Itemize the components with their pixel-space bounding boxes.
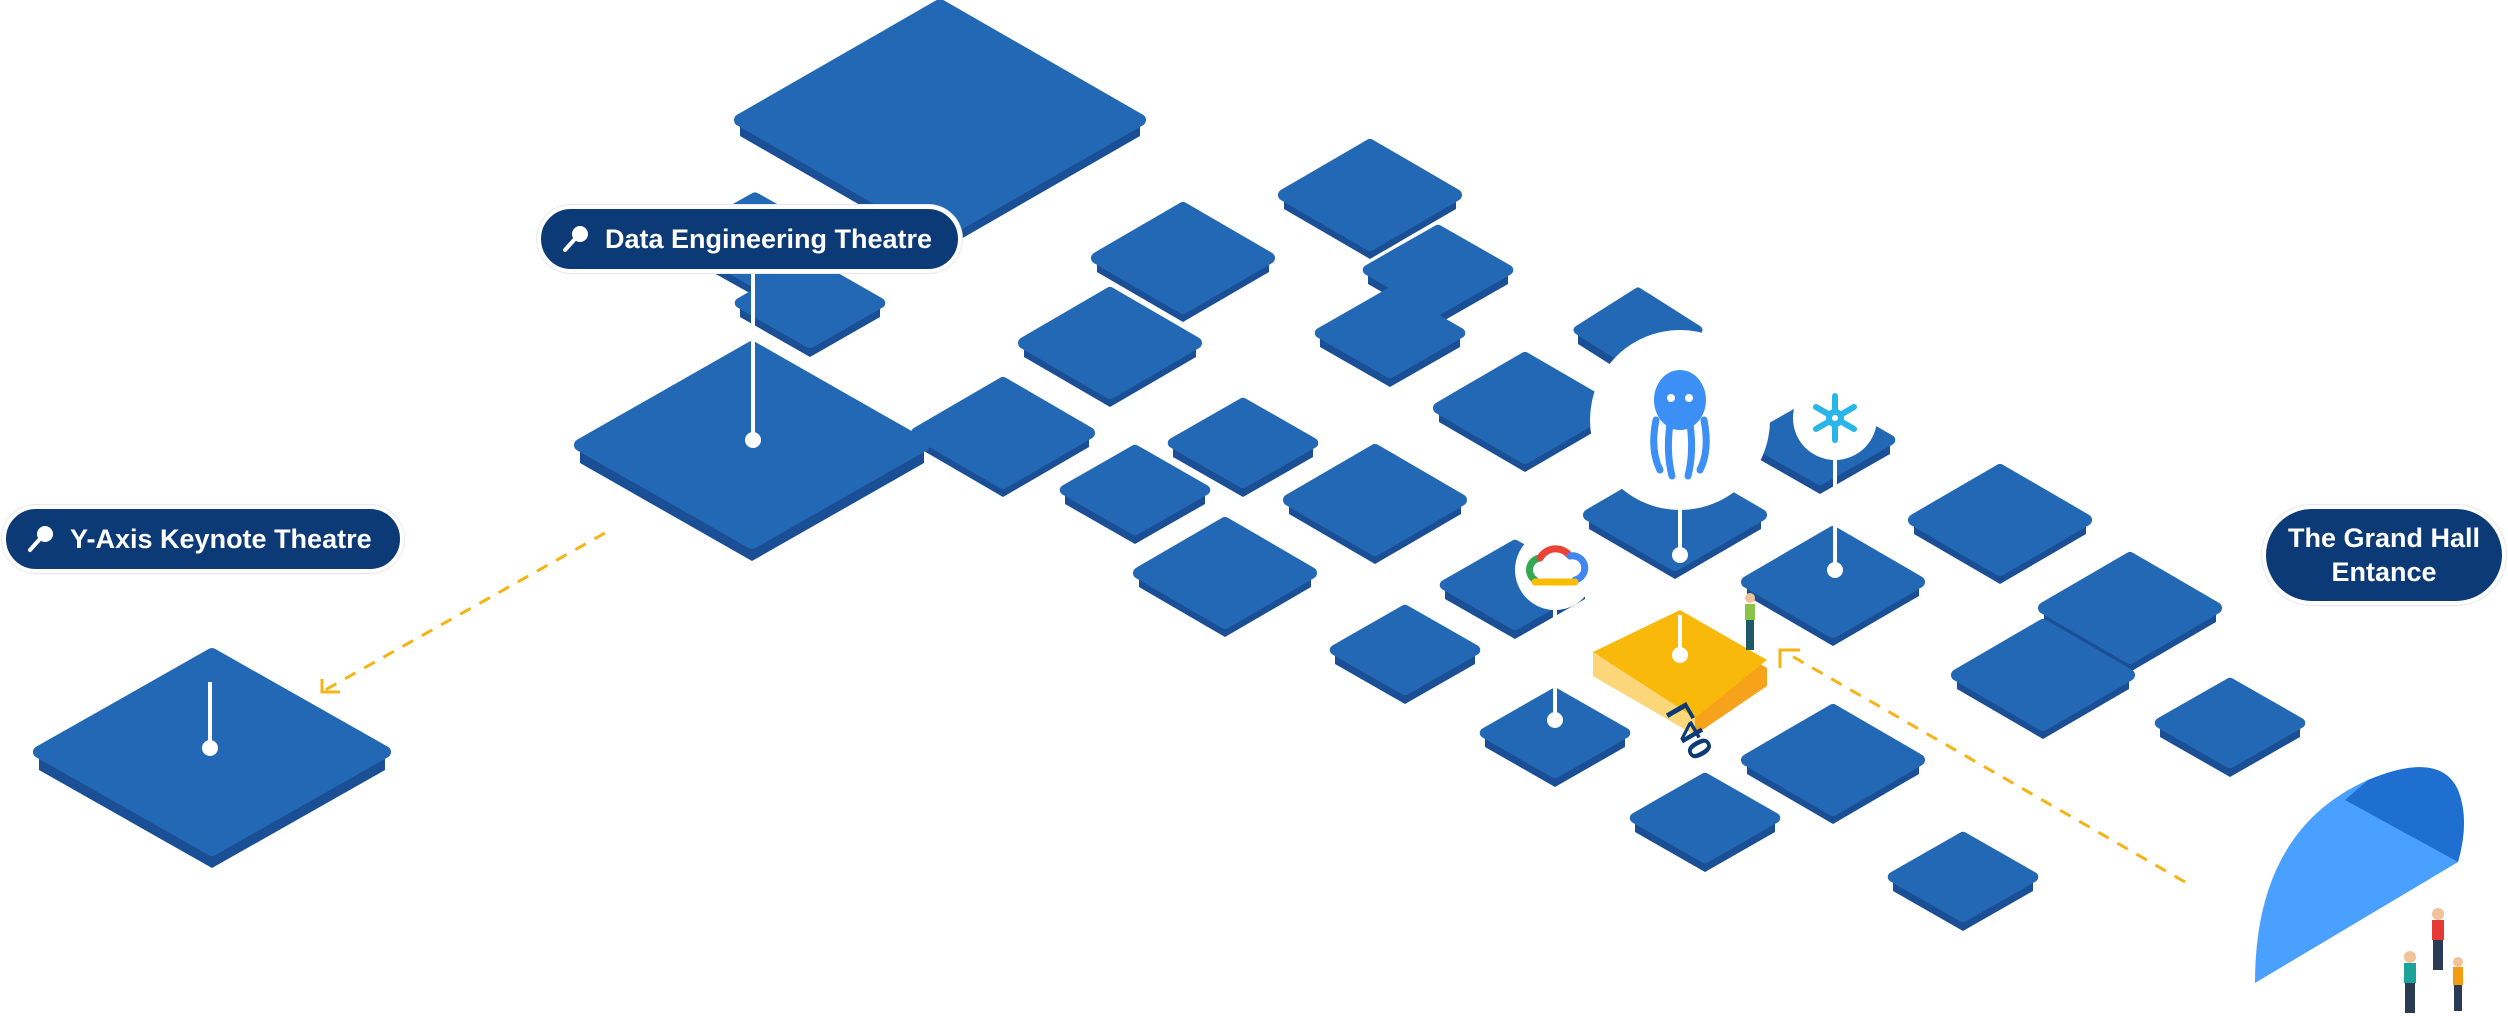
grand-hall-entrance-text: The Grand Hall Entance	[2287, 523, 2481, 587]
booth[interactable]	[1167, 397, 1319, 497]
booth[interactable]	[1018, 287, 1202, 407]
booth-top	[1741, 526, 1925, 638]
booth[interactable]	[1362, 224, 1514, 324]
booth-top	[1329, 604, 1481, 696]
google-cloud-logo-marker[interactable]	[1515, 530, 1595, 610]
booth-top	[911, 377, 1095, 489]
booth-top	[1167, 397, 1319, 489]
booth[interactable]	[1629, 772, 1781, 872]
grand-hall-entrance-shape	[2255, 767, 2464, 983]
booth[interactable]	[1908, 464, 2092, 584]
path-to-y-axis	[324, 531, 606, 692]
connector-data-engineering	[745, 272, 761, 448]
booth[interactable]	[1951, 619, 2135, 739]
booth-top	[1908, 464, 2092, 576]
booth-top	[1433, 352, 1617, 464]
l40-booth-top	[1593, 610, 1767, 718]
booth-top	[1314, 287, 1466, 379]
booth[interactable]	[1278, 139, 1462, 259]
booth-top	[1278, 139, 1462, 251]
booth[interactable]	[1314, 287, 1466, 387]
booth[interactable]	[1479, 687, 1631, 787]
google-cloud-logo-icon	[1526, 545, 1589, 586]
connector-y-axis	[202, 682, 218, 756]
octopus-logo-marker[interactable]	[1590, 330, 1770, 510]
grand-hall-entrance-label[interactable]: The Grand Hall Entance	[2262, 505, 2506, 605]
booth-top	[1741, 704, 1925, 816]
booth[interactable]	[1133, 517, 1317, 637]
booth-top	[1283, 444, 1467, 556]
data-engineering-theatre-label[interactable]: Data Engineering Theatre	[537, 205, 963, 273]
booth-top	[2154, 677, 2306, 769]
connector-l40	[1672, 615, 1688, 663]
person-near-booth	[1745, 593, 1755, 650]
marker-connectors	[202, 272, 1843, 756]
sponsor-markers	[1515, 330, 1877, 610]
booth-top	[1629, 772, 1781, 864]
booth[interactable]	[1329, 604, 1481, 704]
y-axis-keynote-theatre-text: Y-Axis Keynote Theatre	[70, 523, 372, 554]
booth[interactable]	[1741, 526, 1925, 646]
booth-theatre-seat[interactable]	[734, 257, 886, 357]
booth-top	[1018, 287, 1202, 399]
connector-google-cloud	[1547, 608, 1563, 728]
connector-snowflake	[1827, 455, 1843, 578]
highlight-booth-l40[interactable]: L40	[1593, 610, 1767, 766]
booth-large-north[interactable]	[734, 0, 1146, 251]
booth[interactable]	[1283, 444, 1467, 564]
microphone-icon	[561, 224, 591, 254]
booth-top	[1133, 517, 1317, 629]
y-axis-keynote-theatre-label[interactable]: Y-Axis Keynote Theatre	[2, 505, 404, 573]
booth-top	[2038, 552, 2222, 664]
booth[interactable]	[1059, 444, 1211, 544]
booth-layer	[33, 0, 2306, 931]
snowflake-logo-icon	[1813, 393, 1857, 443]
person-entrance-2	[2404, 951, 2416, 1013]
l40-booth-front	[1593, 652, 1695, 735]
booth-top	[1059, 444, 1211, 536]
booth[interactable]	[1433, 352, 1617, 472]
booth-top	[734, 257, 886, 349]
booth-top	[1091, 202, 1275, 314]
octopus-logo-icon	[1650, 370, 1710, 480]
booth-top	[1362, 224, 1514, 316]
path-to-l40	[1789, 653, 2186, 884]
booth[interactable]	[1091, 202, 1275, 322]
booth[interactable]	[911, 377, 1095, 497]
people-figures	[1745, 593, 2463, 1013]
path-arrow-l40	[1778, 648, 1800, 668]
booth-top	[1951, 619, 2135, 731]
snowflake-logo-marker[interactable]	[1793, 376, 1877, 460]
booth[interactable]	[2154, 677, 2306, 777]
data-engineering-theatre-text: Data Engineering Theatre	[605, 223, 933, 254]
walking-paths	[320, 531, 2186, 884]
booth-top	[1479, 687, 1631, 779]
booth[interactable]	[1887, 831, 2039, 931]
booth-top	[1887, 831, 2039, 923]
booth[interactable]	[1741, 704, 1925, 824]
person-entrance-1	[2432, 908, 2444, 970]
booth-top	[734, 0, 1146, 241]
person-entrance-3	[2453, 957, 2463, 1011]
microphone-icon	[26, 524, 56, 554]
connector-octopus	[1672, 505, 1688, 563]
path-arrow-y-axis	[320, 679, 340, 694]
